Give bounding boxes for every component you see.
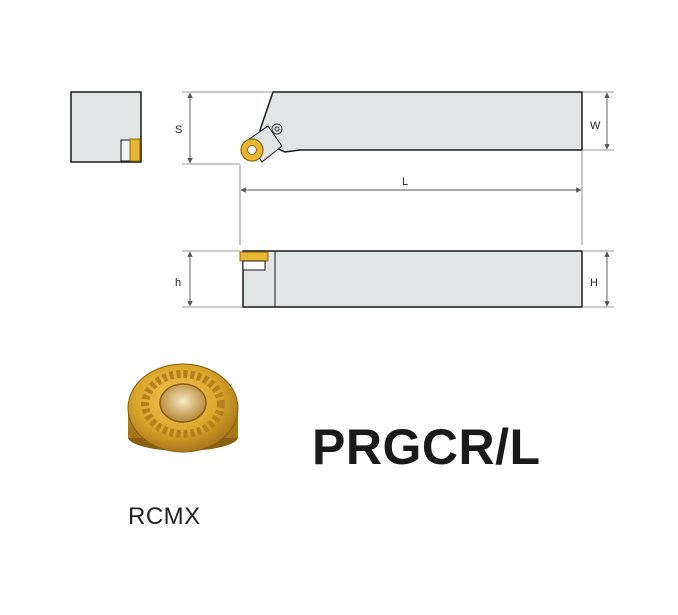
top-view-insert-hole	[247, 145, 257, 155]
dimension-L: L	[239, 150, 583, 245]
dimension-S: S	[175, 91, 273, 165]
insert-center-hole	[159, 383, 207, 423]
model-title: PRGCR/L	[312, 419, 541, 475]
dimension-label-H: H	[590, 277, 598, 289]
insert-chipbreaker	[141, 370, 225, 438]
dimension-label-W: W	[590, 120, 601, 132]
dimension-W: W	[582, 91, 614, 151]
screw-center-icon	[274, 126, 280, 132]
end-view-seat	[120, 139, 131, 162]
insert-label: RCMX	[128, 503, 201, 530]
side-view-body	[242, 250, 583, 308]
side-view	[239, 250, 583, 308]
dimension-H: H	[582, 250, 614, 308]
screw-icon	[271, 123, 283, 135]
rcmx-insert-image	[127, 363, 239, 453]
end-view-insert	[129, 138, 141, 162]
top-view-body	[259, 91, 583, 153]
top-view	[240, 91, 583, 163]
dimension-label-S: S	[175, 124, 182, 136]
end-view	[70, 91, 142, 163]
dimension-h: h	[175, 250, 243, 308]
dimension-label-h: h	[175, 277, 181, 289]
side-view-insert	[239, 251, 269, 262]
dimension-label-L: L	[402, 176, 408, 188]
side-view-seat	[242, 260, 266, 271]
